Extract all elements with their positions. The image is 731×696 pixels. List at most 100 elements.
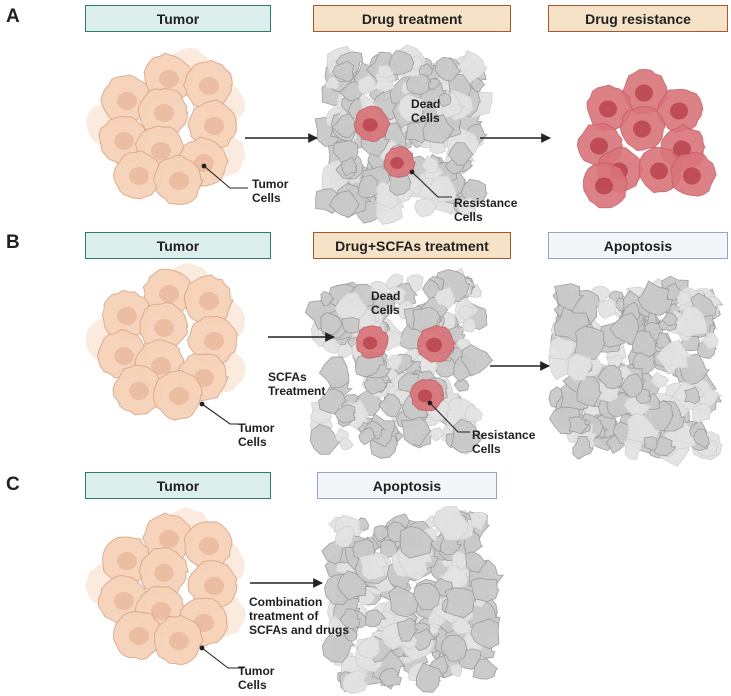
dead-cell-fragment	[597, 298, 617, 319]
nucleus	[635, 84, 653, 102]
box-a-drug-resistance: Drug resistance	[548, 5, 728, 32]
dead-cell-fragment	[655, 339, 693, 375]
dead-cell-fragment	[370, 280, 391, 297]
dead-cell-fragment	[661, 312, 679, 327]
nucleus	[417, 389, 433, 403]
nucleus	[114, 132, 134, 150]
dead-cell-fragment	[684, 386, 700, 405]
box-b-drug-scfas-treatment: Drug+SCFAs treatment	[313, 232, 511, 259]
nucleus	[650, 162, 668, 180]
nucleus	[151, 142, 171, 160]
dead-cell-fragment	[676, 290, 692, 307]
apoptosis-cluster-c	[321, 506, 504, 694]
leader-dot	[201, 163, 207, 169]
dead-cell-fragment	[434, 56, 462, 82]
dead-cell-fragment	[568, 416, 590, 435]
leader-a-tumor-cells	[203, 165, 248, 189]
nucleus	[599, 100, 617, 118]
box-b-tumor: Tumor	[85, 232, 271, 259]
dead-cell-fragment	[357, 635, 382, 659]
nucleus	[633, 120, 651, 138]
nucleus	[129, 167, 149, 185]
dead-cell-fragment	[464, 404, 484, 423]
dead-cell-fragment	[461, 317, 477, 333]
leader-b-tumor-cells	[201, 403, 246, 425]
nucleus	[595, 177, 613, 195]
dead-cell-fragment	[451, 419, 485, 453]
dead-cell-fragment	[342, 669, 369, 694]
dead-cell-fragment	[609, 312, 640, 346]
nucleus	[154, 319, 174, 337]
dead-cell-fragment	[354, 353, 386, 378]
dead-cell-fragment	[358, 426, 377, 446]
dead-cell-fragment	[339, 437, 355, 451]
nucleus	[590, 137, 608, 155]
nucleus	[204, 332, 224, 350]
nucleus	[199, 292, 219, 310]
dead-cell-fragment	[365, 609, 387, 628]
dead-cell-fragment	[451, 615, 472, 635]
dead-cell-fragment	[373, 525, 393, 543]
panel-letter-a: A	[6, 6, 20, 27]
dead-cell-fragment	[438, 93, 452, 108]
dead-cell-fragment	[469, 77, 486, 93]
nucleus	[199, 537, 219, 555]
dead-cell-fragment	[388, 50, 415, 76]
dead-cell-fragment	[415, 662, 445, 693]
dead-cell-fragment	[339, 608, 361, 630]
nucleus	[425, 337, 443, 353]
nucleus	[194, 154, 214, 172]
leader-c-tumor-cells	[201, 647, 244, 669]
nucleus	[117, 307, 137, 325]
apoptosis-cluster-b	[548, 275, 724, 467]
dead-cell-fragment	[397, 93, 425, 123]
dead-cell-fragment	[554, 283, 584, 312]
nucleus	[683, 167, 701, 185]
dead-cell-fragment	[418, 63, 433, 77]
dead-cell-fragment	[324, 76, 342, 90]
dead-cell-fragment	[309, 423, 342, 455]
box-c-tumor: Tumor	[85, 472, 271, 499]
dead-cell-fragment	[572, 435, 594, 460]
dead-cell-fragment	[464, 551, 488, 573]
dead-cell-fragment	[421, 155, 439, 174]
dead-cell-fragment	[413, 582, 441, 611]
nucleus	[362, 118, 378, 132]
box-c-apoptosis: Apoptosis	[317, 472, 497, 499]
nucleus	[204, 577, 224, 595]
dead-cell-fragment	[377, 64, 396, 79]
dead-cell-fragment	[453, 378, 470, 392]
nucleus	[114, 592, 134, 610]
dead-cell-fragment	[357, 174, 379, 199]
dead-cell-fragment	[650, 371, 670, 389]
dead-cluster-a	[314, 44, 493, 225]
dead-cell-fragment	[470, 618, 500, 650]
dead-cell-fragment	[434, 286, 457, 309]
dead-cell-fragment	[643, 436, 658, 452]
dead-cell-fragment	[329, 190, 360, 218]
tumor-cluster-c	[84, 507, 246, 666]
dead-cell-fragment	[693, 428, 710, 448]
dead-cell-fragment	[450, 663, 463, 678]
nucleus	[154, 104, 174, 122]
dead-cell-fragment	[623, 438, 643, 460]
dead-cell-fragment	[567, 353, 594, 382]
dead-cell-fragment	[432, 506, 470, 541]
leader-dot	[409, 169, 415, 175]
nucleus	[169, 387, 189, 405]
nucleus	[169, 632, 189, 650]
nucleus	[129, 382, 149, 400]
nucleus	[117, 92, 137, 110]
nucleus	[390, 157, 404, 169]
dead-cell-fragment	[444, 587, 477, 619]
dead-cell-fragment	[549, 336, 576, 361]
dead-cell-fragment	[336, 570, 370, 601]
dead-cell-fragment	[378, 392, 403, 418]
dead-cell-fragment	[334, 404, 356, 424]
